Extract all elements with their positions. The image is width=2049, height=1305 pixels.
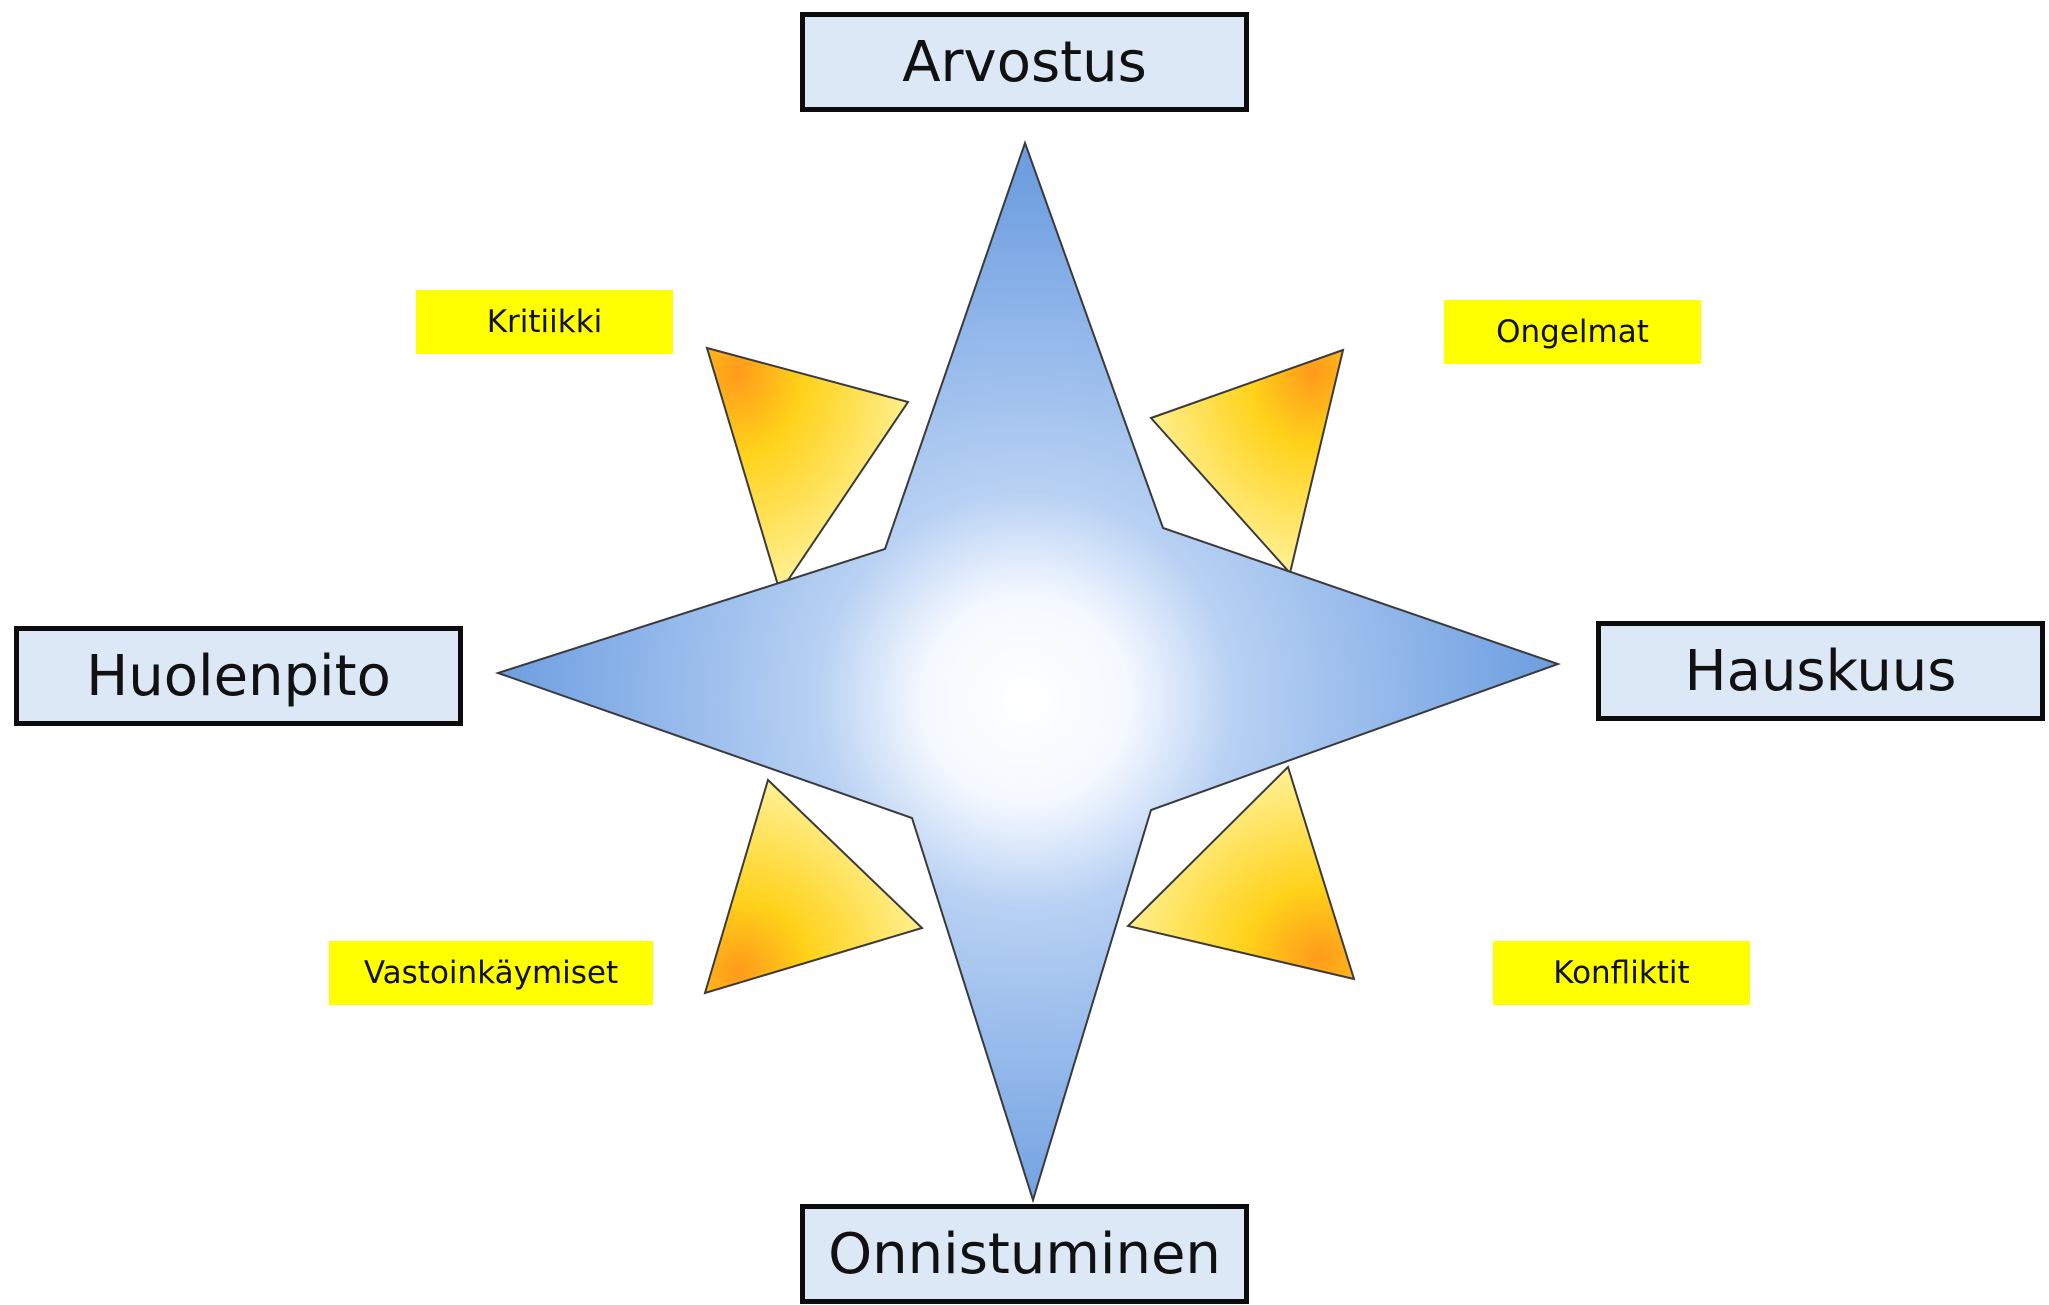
label-vastoinkaymiset: Vastoinkäymiset xyxy=(329,941,653,1005)
label-ongelmat: Ongelmat xyxy=(1444,300,1701,364)
label-arvostus: Arvostus xyxy=(800,12,1249,112)
label-hauskuus: Hauskuus xyxy=(1596,621,2045,721)
star-point-bottom-left xyxy=(705,780,922,993)
label-onnistuminen: Onnistuminen xyxy=(800,1204,1249,1304)
label-huolenpito: Huolenpito xyxy=(14,626,463,726)
label-konfliktit: Konfliktit xyxy=(1493,941,1750,1005)
label-kritiikki: Kritiikki xyxy=(416,290,673,354)
